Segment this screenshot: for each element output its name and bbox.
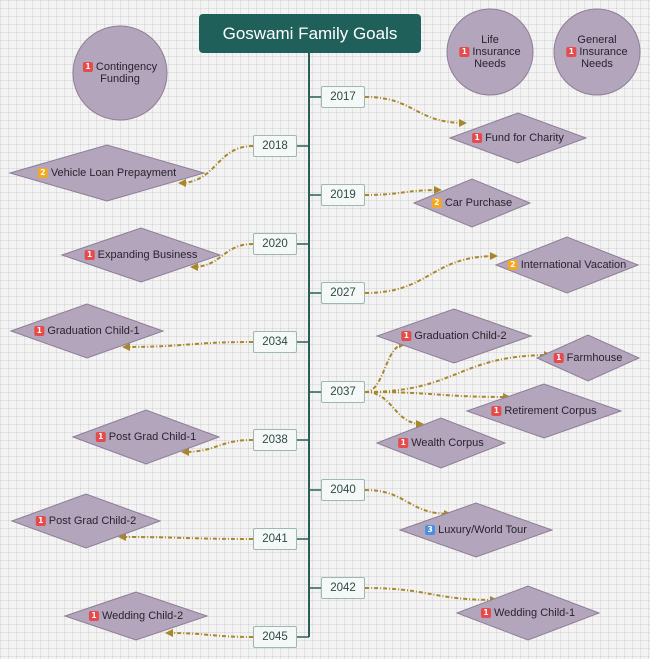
priority-1-icon: 1 — [95, 432, 106, 442]
priority-2-icon: 2 — [431, 198, 442, 208]
goal-node-retirement[interactable] — [465, 383, 623, 439]
goal-node-postgrad1[interactable] — [71, 409, 221, 465]
connector-vacation — [364, 252, 498, 294]
priority-1-icon: 1 — [84, 250, 95, 260]
year-node-2020[interactable]: 2020 — [253, 233, 297, 255]
connector-vehicle — [178, 145, 254, 187]
connector-farmhouse — [364, 351, 552, 393]
goal-node-car[interactable] — [412, 178, 532, 228]
goal-node-wedding1[interactable] — [455, 585, 601, 641]
priority-1-icon: 1 — [398, 438, 409, 448]
priority-1-icon: 1 — [459, 47, 470, 57]
goal-node-wedding2[interactable] — [63, 591, 209, 641]
year-node-2018[interactable]: 2018 — [253, 135, 297, 157]
connector-tour — [364, 489, 452, 518]
connector-wedding2 — [165, 629, 254, 638]
year-node-2041[interactable]: 2041 — [253, 528, 297, 550]
year-node-2027[interactable]: 2027 — [321, 282, 365, 304]
year-node-2040[interactable]: 2040 — [321, 479, 365, 501]
priority-1-icon: 1 — [566, 47, 577, 57]
connector-grad1 — [122, 341, 254, 351]
goal-node-business[interactable] — [60, 227, 222, 283]
goal-node-farmhouse[interactable] — [535, 334, 641, 382]
connector-grad2 — [364, 340, 407, 393]
diagram-title[interactable]: Goswami Family Goals — [199, 14, 421, 53]
circle-node-life[interactable] — [446, 8, 534, 96]
priority-1-icon: 1 — [82, 62, 93, 72]
year-node-2034[interactable]: 2034 — [253, 331, 297, 353]
year-node-2037[interactable]: 2037 — [321, 381, 365, 403]
priority-1-icon: 1 — [553, 353, 564, 363]
priority-1-icon: 1 — [35, 516, 46, 526]
connector-charity — [364, 96, 467, 127]
year-node-2019[interactable]: 2019 — [321, 184, 365, 206]
priority-2-icon: 2 — [507, 260, 518, 270]
priority-2-icon: 2 — [37, 168, 48, 178]
circle-node-general[interactable] — [553, 8, 641, 96]
connector-business — [190, 243, 254, 271]
goal-node-charity[interactable] — [448, 112, 588, 164]
connector-postgrad2 — [118, 533, 254, 542]
goal-node-grad2[interactable] — [375, 308, 533, 364]
priority-1-icon: 1 — [401, 331, 412, 341]
connector-wealth — [364, 391, 424, 428]
connector-wedding1 — [364, 587, 498, 604]
goal-node-postgrad2[interactable] — [10, 493, 162, 549]
year-node-2038[interactable]: 2038 — [253, 429, 297, 451]
year-node-2045[interactable]: 2045 — [253, 626, 297, 648]
goal-node-wealth[interactable] — [375, 417, 507, 469]
priority-1-icon: 1 — [491, 406, 502, 416]
goal-node-tour[interactable] — [398, 502, 554, 558]
connector-postgrad1 — [181, 439, 254, 456]
priority-1-icon: 1 — [88, 611, 99, 621]
priority-1-icon: 1 — [34, 326, 45, 336]
goal-node-vacation[interactable] — [494, 236, 640, 294]
priority-3-icon: 3 — [425, 525, 436, 535]
connector-car — [364, 186, 442, 196]
priority-1-icon: 1 — [472, 133, 483, 143]
year-node-2017[interactable]: 2017 — [321, 86, 365, 108]
circle-node-contingency[interactable] — [72, 25, 168, 121]
connector-retirement — [364, 391, 511, 401]
priority-1-icon: 1 — [480, 608, 491, 618]
goal-node-vehicle[interactable] — [8, 144, 206, 202]
goal-node-grad1[interactable] — [9, 303, 165, 359]
year-node-2042[interactable]: 2042 — [321, 577, 365, 599]
